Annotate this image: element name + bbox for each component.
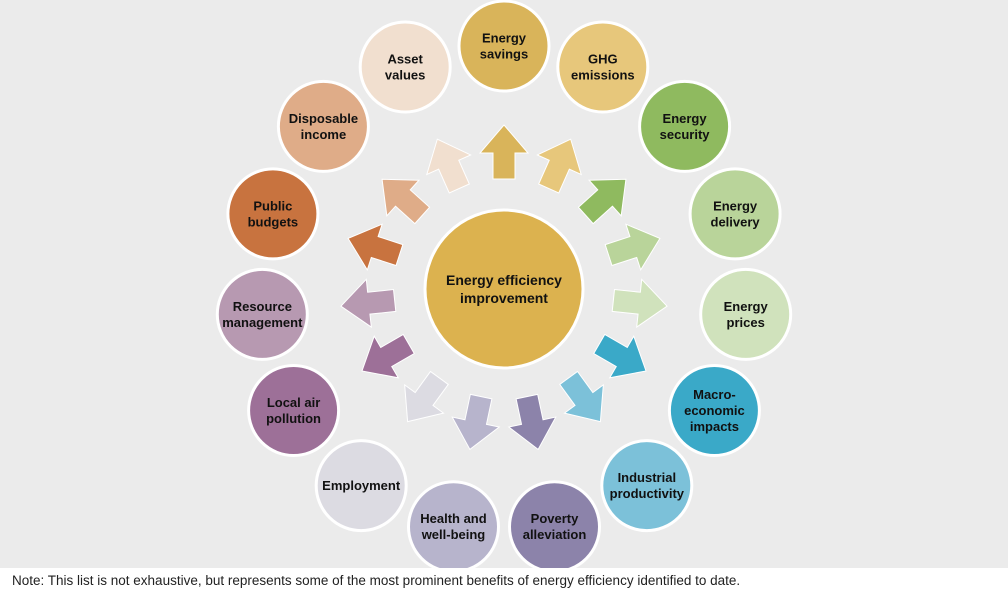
benefit-label-line: impacts <box>690 419 739 434</box>
benefit-arrow <box>340 278 397 329</box>
benefit-label-line: Public <box>253 198 292 213</box>
center-group: Energy efficiency improvement <box>423 208 585 370</box>
center-circle <box>423 208 585 370</box>
benefit-label-line: Macro- <box>693 387 736 402</box>
benefit-label-line: values <box>385 68 425 83</box>
benefit-arrow <box>451 393 501 451</box>
benefit-circle <box>314 439 408 533</box>
benefit-label-line: emissions <box>571 68 635 83</box>
benefit-label-line: income <box>301 127 347 142</box>
benefit-circle <box>276 79 370 173</box>
benefit-label-line: management <box>222 315 303 330</box>
benefit-circle <box>247 364 341 457</box>
benefit-label-line: Disposable <box>289 111 358 126</box>
benefit-label-line: Energy <box>724 299 769 314</box>
benefit-label-line: Resource <box>233 299 292 314</box>
arrow-ring <box>340 124 668 451</box>
benefit-circle <box>699 267 793 361</box>
benefit-label-line: Poverty <box>531 511 579 526</box>
benefit-arrow <box>361 333 415 379</box>
benefit-circle <box>226 167 320 261</box>
benefit-label-line: Employment <box>322 478 401 493</box>
benefit-arrow <box>604 223 661 272</box>
benefit-label-line: economic <box>684 403 745 418</box>
benefit-circle <box>508 480 601 568</box>
benefit-circle <box>638 79 732 173</box>
benefit-label-line: Local air <box>267 395 320 410</box>
benefit-circle <box>358 20 452 114</box>
benefit-label-line: Health and <box>420 511 487 526</box>
benefit-circle <box>667 364 761 457</box>
center-label-line: Energy efficiency <box>446 272 562 288</box>
benefit-label-line: Energy <box>482 31 527 46</box>
benefit-circle <box>457 0 551 93</box>
benefit-label-line: Industrial <box>618 470 677 485</box>
benefit-label-line: well-being <box>421 527 486 542</box>
benefit-label-line: GHG <box>588 52 618 67</box>
benefit-label-line: Energy <box>713 198 758 213</box>
benefit-circle <box>215 267 309 361</box>
benefit-arrow <box>347 223 404 272</box>
footnote: Note: This list is not exhaustive, but r… <box>12 573 741 588</box>
benefit-arrow <box>425 138 472 194</box>
benefit-label-line: pollution <box>266 411 321 426</box>
benefit-arrow <box>559 370 604 423</box>
benefit-label-line: alleviation <box>523 527 587 542</box>
benefit-circle <box>688 167 782 261</box>
benefit-label-line: delivery <box>711 214 761 229</box>
benefit-label-line: prices <box>727 315 765 330</box>
center-label-line: improvement <box>460 290 548 306</box>
benefit-label-line: security <box>660 127 711 142</box>
benefit-node: Employment <box>314 439 408 533</box>
benefit-arrow <box>381 178 431 225</box>
benefit-label-line: Energy <box>663 111 708 126</box>
benefit-circle <box>556 20 650 114</box>
benefit-arrow <box>536 138 583 194</box>
benefit-label-line: productivity <box>610 486 685 501</box>
benefit-arrow <box>593 333 647 379</box>
benefit-arrow <box>577 178 627 225</box>
benefit-label-line: savings <box>480 47 528 62</box>
benefit-circle <box>407 480 500 568</box>
benefit-circle <box>600 439 694 533</box>
benefit-arrow <box>404 370 449 423</box>
benefit-arrow <box>611 278 668 329</box>
benefit-arrow <box>507 393 557 451</box>
benefit-label-line: budgets <box>248 214 299 229</box>
benefit-arrow <box>478 124 530 180</box>
benefit-label-line: Asset <box>387 52 423 67</box>
